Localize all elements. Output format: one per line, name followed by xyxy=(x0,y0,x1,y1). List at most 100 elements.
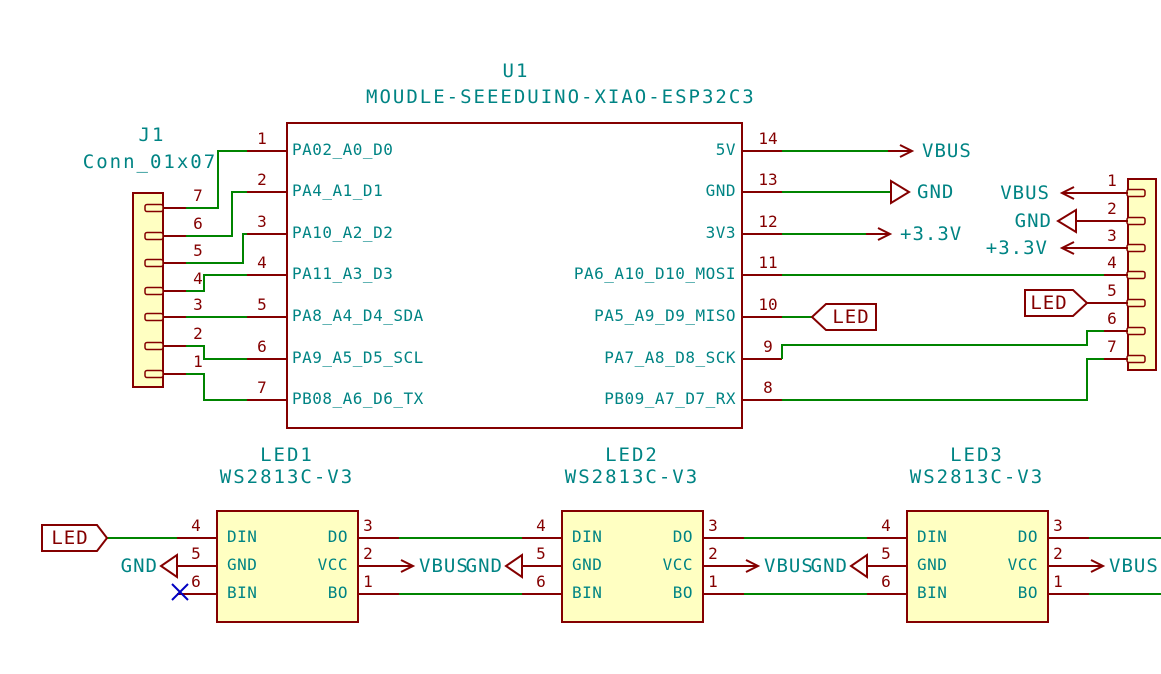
j1-body[interactable] xyxy=(132,192,164,388)
u1-gnd-label[interactable]: GND xyxy=(917,181,955,203)
u1-pin-number: 10 xyxy=(758,295,778,314)
led3-vbus-label[interactable]: VBUS xyxy=(1109,555,1159,577)
led2-pin-number: 1 xyxy=(708,572,718,591)
j1-value[interactable]: Conn_01x07 xyxy=(82,151,218,173)
vbus-arrow-j2p1[interactable] xyxy=(1059,186,1075,200)
u1-led-flag-label[interactable]: LED xyxy=(832,306,870,328)
led3-reference[interactable]: LED3 xyxy=(950,444,1004,466)
led1-body[interactable] xyxy=(216,510,359,623)
wire-j1p6-u1p2[interactable] xyxy=(186,191,247,237)
j1-reference[interactable]: J1 xyxy=(138,124,166,146)
vbus-arrow-led2[interactable] xyxy=(744,559,761,573)
led2-reference[interactable]: LED2 xyxy=(605,444,659,466)
j2-pin-number: 4 xyxy=(1107,253,1117,272)
u1-pin-name: PA9_A5_D5_SCL xyxy=(292,348,424,367)
u1-pin-number: 8 xyxy=(763,378,773,397)
j2-led-flag-label[interactable]: LED xyxy=(1030,292,1068,314)
led2-pin-name: GND xyxy=(572,555,603,574)
j1-pin-stubs[interactable] xyxy=(163,207,186,375)
led-flag-u1p10[interactable] xyxy=(810,303,877,331)
u1-pin-name: PB09_A7_D7_RX xyxy=(604,389,736,408)
3v3-arrow-u1p12[interactable] xyxy=(866,227,893,241)
led1-pin-name: DO xyxy=(327,527,348,546)
led3-pin-name: BO xyxy=(1017,583,1038,602)
u1-pin-number: 6 xyxy=(257,337,267,356)
led1-pin-number: 5 xyxy=(191,544,201,563)
u1-pin-name: PA7_A8_D8_SCK xyxy=(604,348,736,367)
u1-pin-name: PA10_A2_D2 xyxy=(292,223,394,242)
led3-value[interactable]: WS2813C-V3 xyxy=(909,466,1045,488)
u1-pin-number: 7 xyxy=(257,378,267,397)
j2-body[interactable] xyxy=(1126,178,1157,371)
wire-j1p5-u1p3[interactable] xyxy=(186,233,247,264)
led1-pin-number: 2 xyxy=(363,544,373,563)
led1-pin-stubs[interactable] xyxy=(177,537,399,595)
led3-pin-number: 5 xyxy=(881,544,891,563)
gnd-triangle-j2p2[interactable] xyxy=(1056,208,1077,234)
led3-pin-name: DO xyxy=(1017,527,1038,546)
wire-u1p9-j2p6[interactable] xyxy=(781,330,1104,359)
u1-pin-name: PA11_A3_D3 xyxy=(292,264,394,283)
led1-reference[interactable]: LED1 xyxy=(260,444,314,466)
u1-3v3-label[interactable]: +3.3V xyxy=(900,223,963,245)
u1-left-pin-stubs[interactable] xyxy=(247,150,287,401)
j2-pin-stubs[interactable] xyxy=(1062,192,1128,360)
led2-body[interactable] xyxy=(561,510,704,623)
j1-pin-number: 6 xyxy=(193,214,203,233)
gnd-triangle-led3[interactable] xyxy=(849,553,868,579)
wire-j1p7-u1p1[interactable] xyxy=(186,150,247,209)
led2-pin-name: VCC xyxy=(662,555,693,574)
gnd-triangle-led1[interactable] xyxy=(159,553,178,579)
u1-pin-number: 13 xyxy=(758,170,778,189)
led1-pin-name: GND xyxy=(227,555,258,574)
j2-vbus-label[interactable]: VBUS xyxy=(1000,182,1050,204)
u1-pin-number: 3 xyxy=(257,212,267,231)
j2-gnd-label[interactable]: GND xyxy=(1014,210,1052,232)
led2-pin-stubs[interactable] xyxy=(522,537,744,595)
led-flag-input[interactable] xyxy=(41,524,109,552)
led2-value[interactable]: WS2813C-V3 xyxy=(564,466,700,488)
j1-pin-number: 7 xyxy=(193,186,203,205)
j2-pin-number: 6 xyxy=(1107,309,1117,328)
wire-j1p2-u1p6[interactable] xyxy=(186,345,247,360)
led3-pin-number: 1 xyxy=(1053,572,1063,591)
led3-gnd-label[interactable]: GND xyxy=(810,555,848,577)
led-input-flag-label[interactable]: LED xyxy=(51,527,89,549)
u1-value[interactable]: MOUDLE-SEEEDUINO-XIAO-ESP32C3 xyxy=(366,86,756,108)
j2-pin-number: 2 xyxy=(1107,199,1117,218)
led1-value[interactable]: WS2813C-V3 xyxy=(219,466,355,488)
gnd-triangle-led2[interactable] xyxy=(504,553,523,579)
u1-reference[interactable]: U1 xyxy=(502,60,530,82)
led2-pin-number: 6 xyxy=(536,572,546,591)
led1-pin-name: DIN xyxy=(227,527,258,546)
led2-gnd-label[interactable]: GND xyxy=(465,555,503,577)
wire-u1p8-j2p7[interactable] xyxy=(782,358,1104,401)
led-flag-j2p5[interactable] xyxy=(1024,289,1089,317)
u1-right-pin-stubs[interactable] xyxy=(742,150,782,401)
u1-pin-name: 3V3 xyxy=(705,223,736,242)
led3-pin-number: 3 xyxy=(1053,516,1063,535)
led2-vbus-label[interactable]: VBUS xyxy=(764,555,814,577)
vbus-arrow-led1[interactable] xyxy=(399,559,416,573)
u1-vbus-label[interactable]: VBUS xyxy=(922,140,972,162)
u1-pin-number: 9 xyxy=(763,337,773,356)
led1-vbus-label[interactable]: VBUS xyxy=(419,555,469,577)
led1-pin-name: BIN xyxy=(227,583,258,602)
led1-pin-number: 1 xyxy=(363,572,373,591)
wire-j1p4-u1p4[interactable] xyxy=(186,274,247,292)
u1-pin-number: 14 xyxy=(758,129,778,148)
wire-j1p1-u1p7[interactable] xyxy=(186,373,247,401)
j2-pin-number: 1 xyxy=(1107,171,1117,190)
led1-gnd-label[interactable]: GND xyxy=(120,555,158,577)
vbus-arrow-u1p14[interactable] xyxy=(888,144,915,158)
led3-pin-stubs[interactable] xyxy=(867,537,1089,595)
u1-pin-name: PA02_A0_D0 xyxy=(292,140,394,159)
j2-3v3-label[interactable]: +3.3V xyxy=(985,237,1048,259)
gnd-triangle-u1p13[interactable] xyxy=(890,179,911,205)
led3-pin-number: 2 xyxy=(1053,544,1063,563)
vbus-arrow-led3[interactable] xyxy=(1089,559,1106,573)
no-connect-x-icon[interactable] xyxy=(171,583,189,601)
led1-pin-number: 4 xyxy=(191,516,201,535)
3v3-arrow-j2p3[interactable] xyxy=(1059,241,1075,255)
